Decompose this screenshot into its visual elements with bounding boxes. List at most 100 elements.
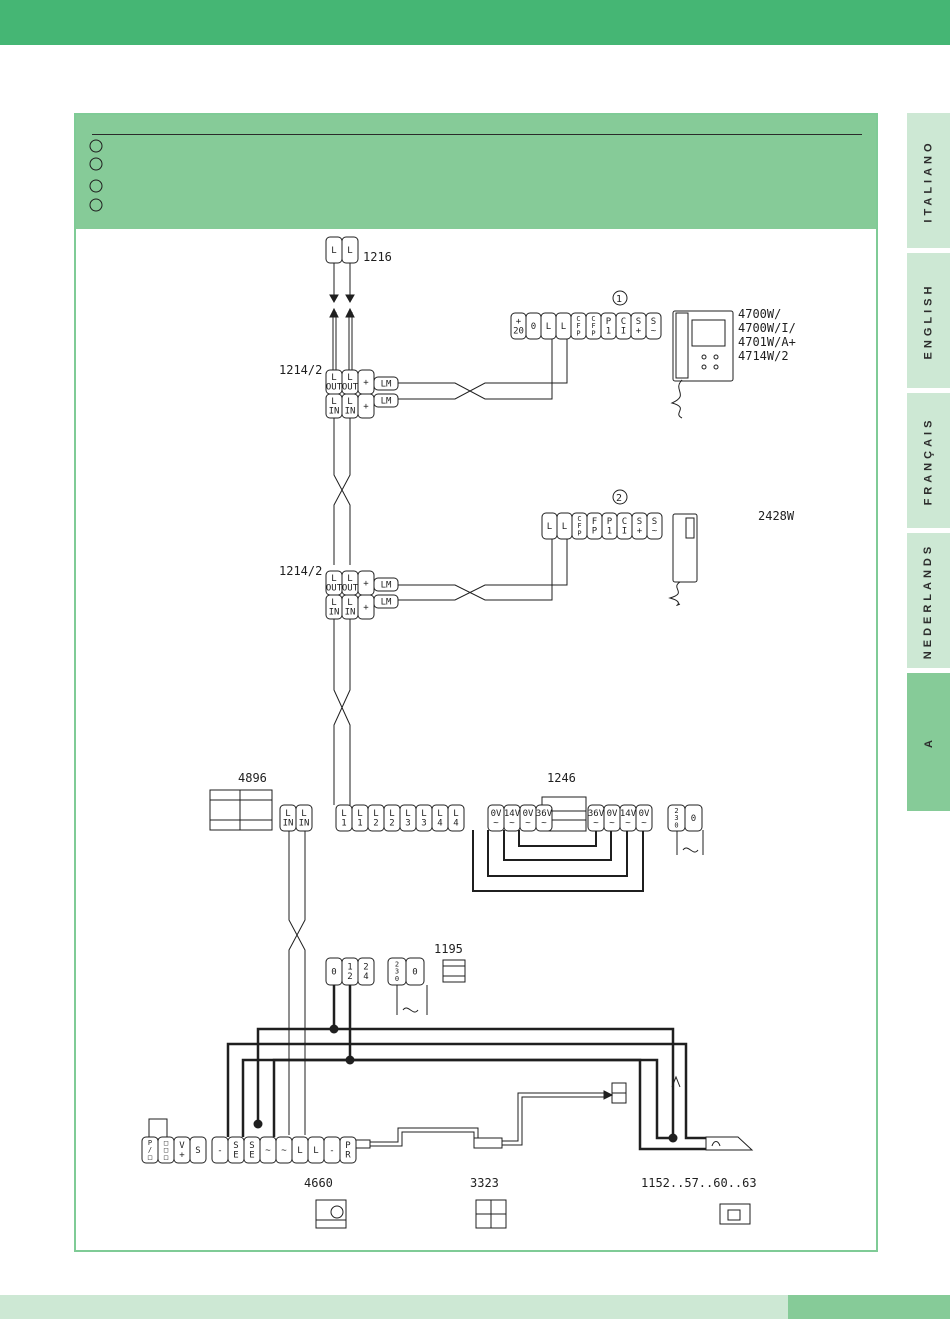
term-4660-6-text: E xyxy=(249,1151,254,1161)
pr-wires xyxy=(340,1082,627,1149)
term-1246-a-1-text: 0V xyxy=(607,809,618,819)
label-1214-a: 1214/2 xyxy=(279,363,322,377)
lm-wires-monitor xyxy=(397,338,568,601)
term-handset-7-text: ~ xyxy=(652,527,658,537)
term-monitor-3: L xyxy=(555,312,572,340)
diagram-panel xyxy=(74,113,878,1252)
term-1195-b-0-text: 2 xyxy=(395,960,399,968)
term-1214-1-plus-a-text: + xyxy=(363,579,369,589)
lock-device xyxy=(705,1136,754,1151)
term-4660-9-text: L xyxy=(297,1146,302,1156)
term-1195-a-0-text: 0 xyxy=(331,968,336,978)
header-rule xyxy=(92,134,862,135)
term-1214-0-in-a-text: IN xyxy=(329,407,340,417)
term-1246-a-2-text: 14V xyxy=(620,809,637,819)
term-4896-0: LIN xyxy=(279,804,297,832)
monitor-model-1: 4700W/ xyxy=(738,307,781,321)
term-1214-0-out-a-text: OUT xyxy=(326,383,343,393)
label-lock-models: 1152..57..60..63 xyxy=(641,1176,757,1190)
term-1246-b-1-text: 0 xyxy=(691,814,696,824)
term-4660-10-text: L xyxy=(313,1146,318,1156)
term-handset-2-text: F xyxy=(577,522,581,530)
term-4660-3-text: S xyxy=(195,1146,200,1156)
term-monitor-0-text: 20 xyxy=(513,327,524,337)
term-4660-12: PR xyxy=(339,1136,357,1164)
term-4896-8-text: L xyxy=(437,809,442,819)
term-handset-3: FP xyxy=(586,512,603,540)
term-4896-12: 0V~ xyxy=(519,804,537,832)
term-4896-0-text: L xyxy=(285,809,290,819)
term-handset-1-text: L xyxy=(562,522,567,532)
term-4896-2-text: L xyxy=(341,809,346,819)
term-4896-1-text: L xyxy=(301,809,306,819)
term-1214-0-in-b-text: IN xyxy=(345,407,356,417)
tab-italiano[interactable]: ITALIANO xyxy=(907,113,950,248)
term-4896-10: 0V~ xyxy=(487,804,505,832)
label-1195: 1195 xyxy=(434,942,463,956)
term-1214-1-lm-b: LM xyxy=(373,594,399,609)
term-1214-0-plus-b: + xyxy=(357,393,375,419)
term-4660-11-text: - xyxy=(329,1146,334,1156)
term-1195-b-0-text: 0 xyxy=(395,975,399,983)
junction-dots xyxy=(253,1024,678,1143)
device-4896 xyxy=(209,789,273,831)
tab-a[interactable]: A xyxy=(907,673,950,811)
term-4896-5-text: 2 xyxy=(389,819,394,829)
term-monitor-4-text: F xyxy=(576,322,580,330)
term-1214-0-lm-b: LM xyxy=(373,393,399,408)
term-1214-0-out-a-text: L xyxy=(331,373,336,383)
term-1216-0-text: L xyxy=(331,246,336,256)
term-1214-1-in-a-text: L xyxy=(331,598,336,608)
term-1246-b-1: 0 xyxy=(684,804,703,832)
term-4896-9-text: 4 xyxy=(453,819,458,829)
term-4660-7-text: ~ xyxy=(265,1146,271,1156)
term-monitor-7-text: I xyxy=(621,327,626,337)
term-4896-13-text: 36V xyxy=(536,809,553,819)
monitor-model-3: 4701W/A+ xyxy=(738,335,796,349)
term-1214-0-in-a-text: L xyxy=(331,397,336,407)
switch-mark xyxy=(671,1075,681,1088)
term-1216-1-text: L xyxy=(347,246,352,256)
term-monitor-8-text: + xyxy=(636,327,642,337)
term-handset-4-text: P xyxy=(607,517,613,527)
tab-francais[interactable]: FRANÇAIS xyxy=(907,393,950,528)
term-1195-b-0-text: 3 xyxy=(395,968,399,976)
monitor-device xyxy=(670,310,734,419)
term-1214-0-out-b-text: L xyxy=(347,373,352,383)
label-1216: 1216 xyxy=(363,250,392,264)
term-monitor-2-text: L xyxy=(546,322,551,332)
footer-page-block xyxy=(788,1295,950,1319)
term-handset-5-text: C xyxy=(622,517,627,527)
term-4896-11-text: 14V xyxy=(504,809,521,819)
term-4660-3: S xyxy=(189,1136,207,1164)
term-4896-1-text: IN xyxy=(299,819,310,829)
term-4660-1-text: □ xyxy=(164,1139,168,1147)
tab-english[interactable]: ENGLISH xyxy=(907,253,950,388)
term-4660-4: - xyxy=(211,1136,229,1164)
term-1214-0-lm-b-text: LM xyxy=(381,397,392,407)
term-1214-1-plus-a: + xyxy=(357,570,375,596)
term-monitor-0-text: + xyxy=(516,317,522,327)
term-4660-1: □□□ xyxy=(157,1136,175,1164)
term-4896-0-text: IN xyxy=(283,819,294,829)
term-4660-11: - xyxy=(323,1136,341,1164)
tab-nederlands[interactable]: NEDERLANDS xyxy=(907,533,950,668)
term-4896-4: L2 xyxy=(367,804,385,832)
term-4660-0-text: □ xyxy=(148,1153,152,1161)
term-1195-a-0: 0 xyxy=(325,957,343,986)
term-handset-2: CFP xyxy=(571,512,588,540)
term-4660-2-text: V xyxy=(179,1141,185,1151)
term-4660-6-text: S xyxy=(249,1141,254,1151)
term-1214-0-out-b-text: OUT xyxy=(342,383,359,393)
term-monitor-9: S~ xyxy=(645,312,662,340)
term-4896-5-text: L xyxy=(389,809,394,819)
label-4660: 4660 xyxy=(304,1176,333,1190)
label-1246: 1246 xyxy=(547,771,576,785)
term-1214-0-in-a: LIN xyxy=(325,393,343,419)
term-1195-a-2-text: 2 xyxy=(363,963,368,973)
term-1246-a-1-text: ~ xyxy=(609,819,615,829)
term-1214-1-out-b-text: OUT xyxy=(342,584,359,594)
marker-1-text: 1 xyxy=(616,294,622,305)
term-monitor-1-text: 0 xyxy=(531,322,536,332)
term-4660-9: L xyxy=(291,1136,309,1164)
